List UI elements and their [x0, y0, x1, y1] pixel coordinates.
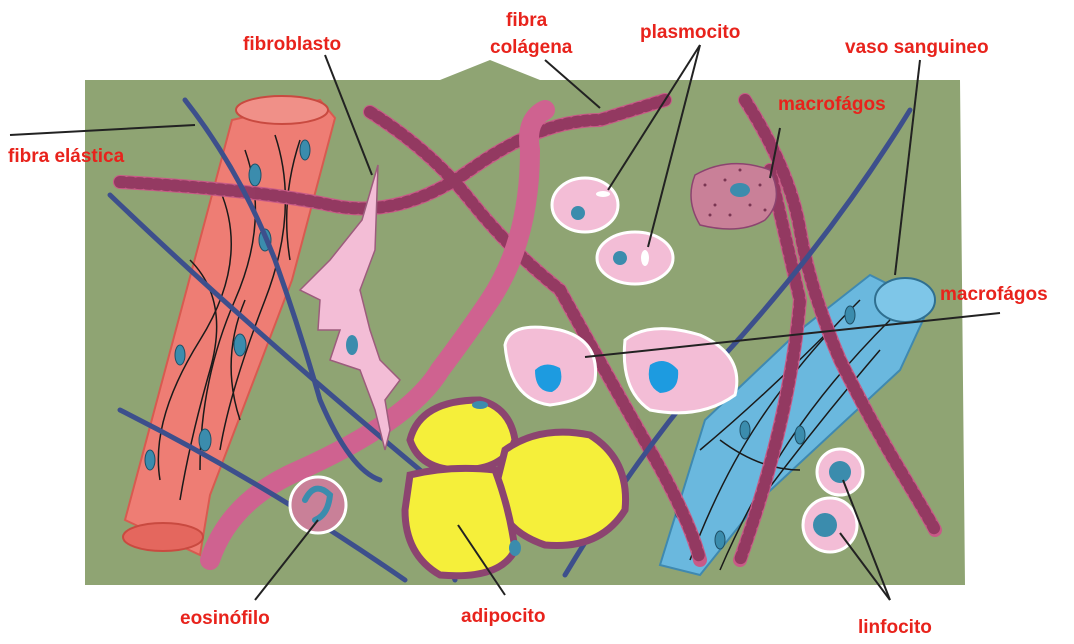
eosinophil: [290, 477, 346, 533]
label-plasmocito: plasmocito: [640, 22, 740, 43]
label-fibra-colagena-line1: fibra: [506, 10, 548, 31]
label-macrofagos-top: macrofágos: [778, 94, 886, 115]
label-vaso-sanguineo: vaso sanguineo: [845, 37, 989, 58]
macrophage-top: [691, 164, 776, 229]
label-fibra-colagena-line2: colágena: [490, 37, 573, 58]
label-fibroblasto: fibroblasto: [243, 34, 341, 55]
label-adipocito: adipocito: [461, 606, 545, 627]
label-linfocito: linfocito: [858, 617, 932, 638]
label-macrofagos-right: macrofágos: [940, 284, 1048, 305]
label-eosinofilo: eosinófilo: [180, 608, 270, 629]
label-fibra-elastica: fibra elástica: [8, 146, 125, 167]
